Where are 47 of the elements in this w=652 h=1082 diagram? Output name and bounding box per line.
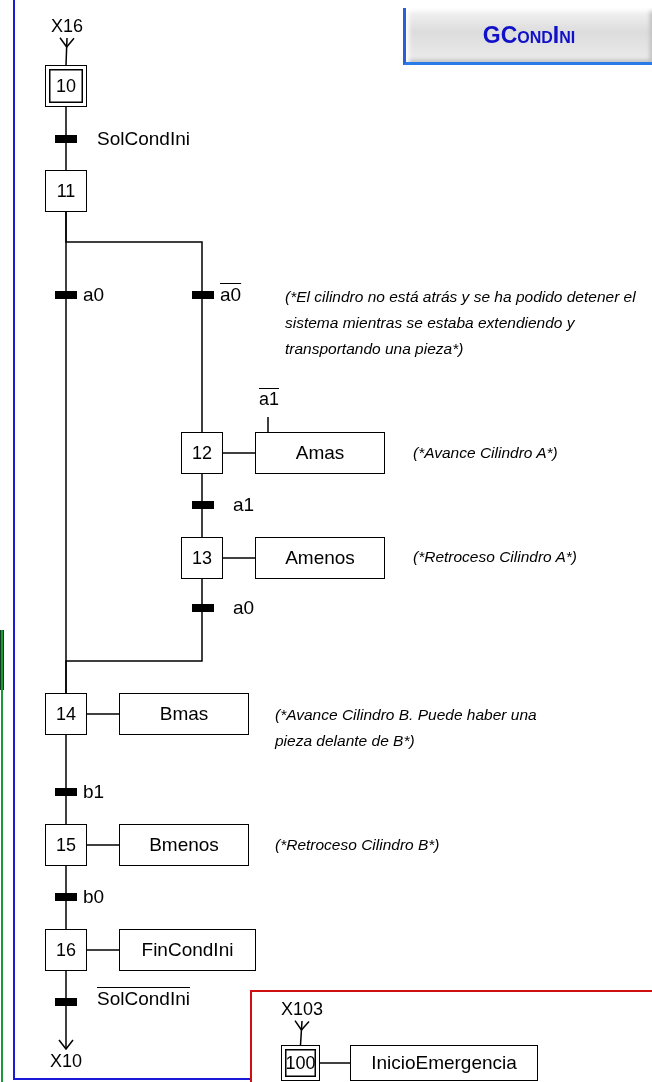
step-box: 14 — [45, 693, 87, 735]
arrow — [58, 970, 74, 1050]
connector-line — [222, 557, 256, 559]
transition-condition: SolCondIni — [97, 988, 190, 1010]
arrow — [294, 1019, 310, 1046]
transition-condition: a1 — [233, 494, 255, 516]
connector-line — [319, 1062, 351, 1064]
action-box: Amenos — [255, 537, 385, 579]
connector-line — [65, 211, 203, 433]
connector-line — [201, 473, 203, 538]
action-box: InicioEmergencia — [350, 1045, 538, 1081]
step-box: 11 — [45, 170, 87, 212]
arrow — [59, 37, 75, 66]
action-box: Bmenos — [119, 824, 249, 866]
action-box: Amas — [255, 432, 385, 474]
comment-text: (*Avance Cilindro A*) — [413, 443, 559, 463]
connector-line — [65, 578, 203, 694]
connector-line — [86, 949, 120, 951]
connector-line — [267, 416, 269, 433]
connector-line — [65, 734, 67, 825]
action-box: FinCondIni — [119, 929, 256, 971]
step-box: 15 — [45, 824, 87, 866]
connector-line — [65, 106, 67, 171]
step-reference: X10 — [48, 1049, 84, 1073]
transition-condition: SolCondIni — [97, 128, 190, 150]
action-box: Bmas — [119, 693, 249, 735]
transition-condition: a0 — [83, 284, 105, 306]
comment-text: (*Retroceso Cilindro A*) — [413, 547, 578, 567]
comment-text: (*Avance Cilindro B. Puede haber una pieza delante de B*) — [275, 705, 538, 751]
transition-condition: a0 — [233, 597, 255, 619]
transition-condition: b0 — [83, 886, 105, 908]
comment-text: (*Retroceso Cilindro B*) — [275, 835, 441, 855]
transition-condition: b1 — [83, 781, 105, 803]
comment-text: (*El cilindro no está atrás y se ha podido detener el sistema mientras se estaba extendiendo y transportando una pieza*) — [285, 287, 637, 359]
connector-line — [86, 844, 120, 846]
step-reference: a1 — [255, 386, 283, 412]
connector-line — [86, 713, 120, 715]
initial-step-box: 100 — [281, 1045, 320, 1081]
connector-line — [65, 865, 67, 930]
connector-line — [222, 452, 256, 454]
transition-condition: a0 — [220, 284, 242, 306]
initial-step-box: 10 — [45, 65, 87, 107]
grafcet-title: GCondIni — [403, 8, 652, 65]
step-box: 16 — [45, 929, 87, 971]
step-box: 13 — [181, 537, 223, 579]
step-box: 12 — [181, 432, 223, 474]
step-reference: X16 — [50, 15, 84, 38]
